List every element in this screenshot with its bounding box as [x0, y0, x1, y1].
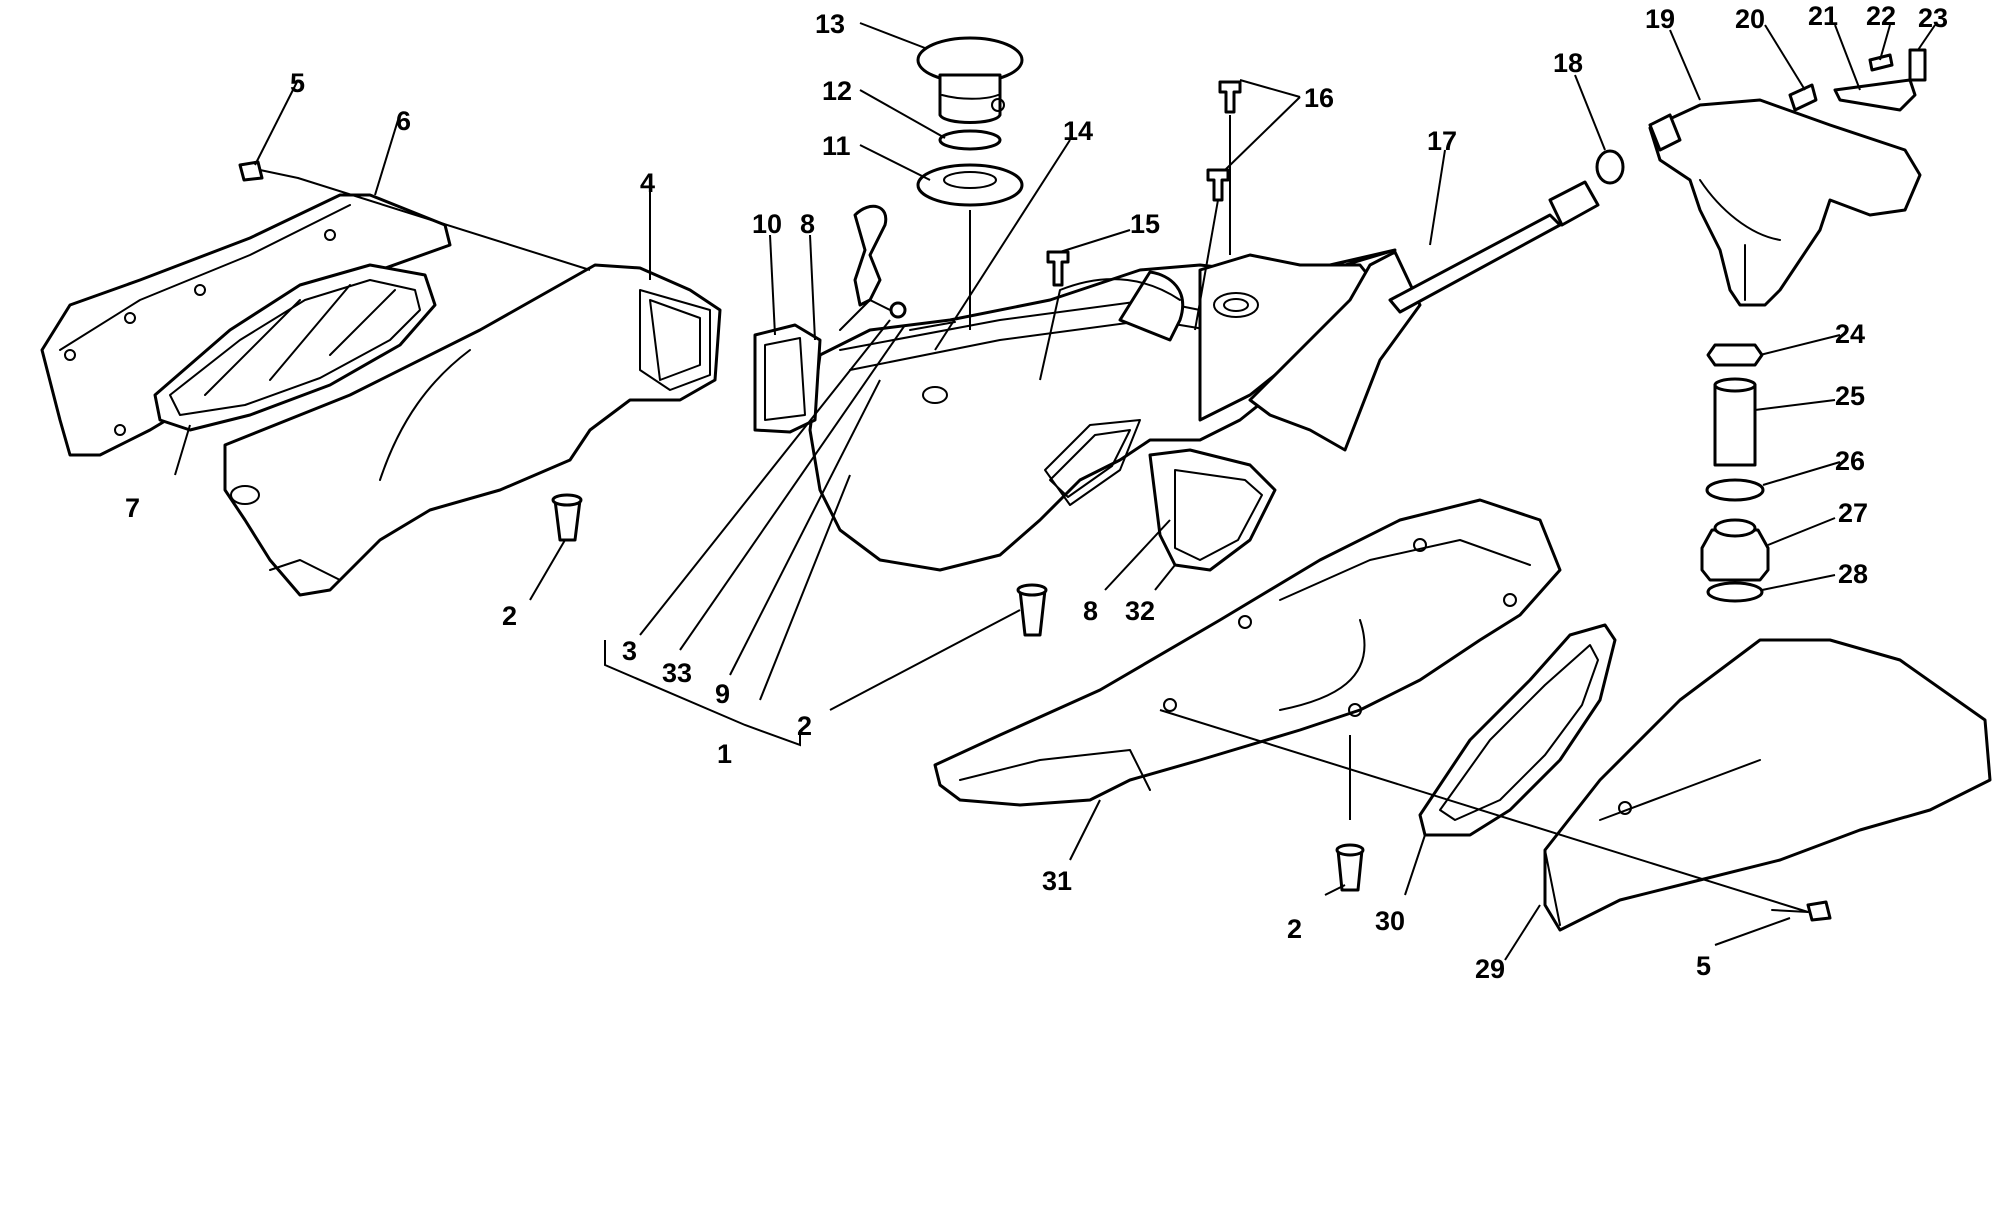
callout-12: 12	[822, 76, 852, 106]
part-bushing-27	[1700, 518, 1770, 582]
callout-28: 28	[1838, 559, 1868, 589]
part-gasket-right	[1148, 448, 1277, 572]
callout-6: 6	[396, 106, 411, 136]
callout-29: 29	[1475, 954, 1505, 984]
part-left-duct	[223, 263, 722, 597]
part-screw-16-lower	[1206, 168, 1230, 202]
callout-33: 33	[662, 658, 692, 688]
part-nut-24	[1706, 343, 1764, 367]
callout-25: 25	[1835, 381, 1865, 411]
assembly-bracket	[604, 640, 801, 747]
part-grommet-2a	[551, 493, 583, 542]
part-intake-tube	[1388, 180, 1600, 314]
callout-16: 16	[1304, 83, 1334, 113]
callout-21: 21	[1808, 1, 1838, 31]
part-filler-flange	[916, 163, 1024, 207]
callout-31: 31	[1042, 866, 1072, 896]
part-gasket-left	[753, 323, 822, 434]
part-grommet-2c	[1335, 843, 1365, 892]
part-screw-5-left	[238, 160, 299, 182]
callout-18: 18	[1553, 48, 1583, 78]
part-bracket	[839, 204, 956, 331]
part-spacer-25	[1713, 377, 1757, 467]
part-right-side-panel	[1543, 638, 1992, 932]
part-ring-28	[1706, 581, 1764, 603]
part-filler-cap	[916, 36, 1024, 124]
callout-20: 20	[1735, 4, 1765, 34]
part-air-filter-left	[153, 263, 437, 432]
part-right-fairing	[1198, 248, 1422, 452]
callout-5-upper: 5	[290, 68, 305, 98]
callout-4: 4	[640, 168, 655, 198]
leader-lines	[174, 22, 1936, 961]
callout-7: 7	[125, 493, 140, 523]
callout-5-lower: 5	[1696, 951, 1711, 981]
callout-labels: 13 19 20 21 22 23 5 12 16 18 6 11 14 17 …	[125, 1, 1948, 984]
callout-27: 27	[1838, 498, 1868, 528]
callout-24: 24	[1835, 319, 1865, 349]
callout-2-lower: 2	[1287, 914, 1302, 944]
callout-11: 11	[822, 131, 851, 161]
callout-8-lower: 8	[1083, 596, 1098, 626]
part-screw-15	[1046, 250, 1070, 287]
callout-26: 26	[1835, 446, 1865, 476]
part-hardware-20-23	[1788, 48, 1927, 112]
callout-30: 30	[1375, 906, 1405, 936]
part-grommet-18	[1595, 149, 1625, 185]
callout-32: 32	[1125, 596, 1155, 626]
part-grommet-2b	[1016, 583, 1048, 637]
callout-8-upper: 8	[800, 209, 815, 239]
callout-15: 15	[1130, 209, 1160, 239]
callout-14: 14	[1063, 116, 1093, 146]
part-screw-16-upper	[1218, 80, 1242, 114]
callout-2-center: 2	[797, 711, 812, 741]
callout-13: 13	[815, 9, 845, 39]
callout-23: 23	[1918, 3, 1948, 33]
callout-9: 9	[715, 679, 730, 709]
part-lower-duct	[933, 498, 1562, 807]
callout-3: 3	[622, 636, 637, 666]
callout-2-left: 2	[502, 601, 517, 631]
callout-19: 19	[1645, 4, 1675, 34]
part-washer-26	[1705, 478, 1765, 502]
callout-22: 22	[1866, 1, 1896, 31]
part-o-ring	[938, 129, 1002, 151]
part-screw-5-right	[1771, 900, 1832, 922]
part-elbow-intake	[1648, 98, 1922, 307]
callout-1: 1	[717, 739, 732, 769]
callout-17: 17	[1427, 126, 1457, 156]
callout-10: 10	[752, 209, 782, 239]
